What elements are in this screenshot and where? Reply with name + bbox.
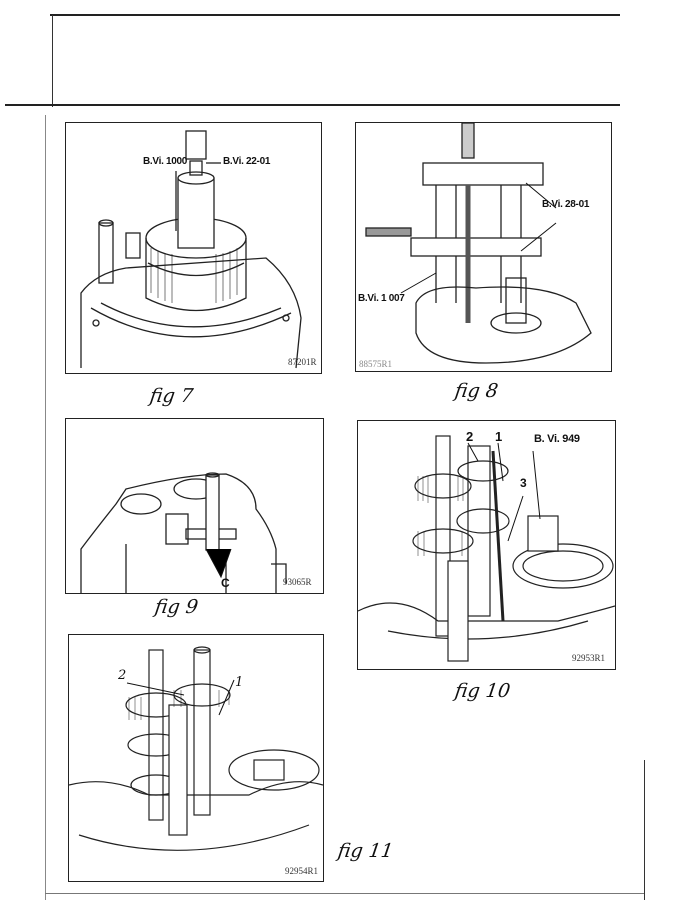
header-rule-vertical [52, 15, 53, 107]
label-bvi-28-01: B.Vi. 28-01 [542, 199, 590, 210]
figure-code: 88575R1 [359, 359, 393, 369]
figure-7-drawing [80, 130, 302, 369]
margin-rule-bottom [45, 893, 645, 894]
label-bvi-22-01: B.Vi. 22-01 [223, 156, 271, 167]
header-rule-bottom [5, 104, 620, 106]
label-2: 2 [118, 668, 127, 683]
label-1: 1 [495, 429, 502, 444]
label-bvi-1007: B.Vi. 1 007 [358, 293, 405, 304]
figure-code: 87201R [288, 357, 317, 367]
label-2: 2 [466, 429, 473, 444]
figure-code: 92954R1 [285, 866, 319, 876]
figure-9: C 93065R [65, 418, 324, 594]
figure-10: 2 1 B. Vi. 949 3 92953R1 [357, 420, 616, 670]
header-rule-top [50, 14, 620, 16]
figure-10-drawing [358, 435, 615, 662]
figure-9-drawing [80, 472, 287, 593]
figure-11-caption: fig 11 [336, 840, 395, 862]
figure-8: B.Vi. 28-01 B.Vi. 1 007 88575R1 [355, 122, 612, 372]
figure-11-drawing [69, 646, 323, 851]
figure-10-caption: fig 10 [453, 680, 512, 702]
figure-7: B.Vi. 1000 B.Vi. 22-01 87201R [65, 122, 322, 374]
label-3: 3 [520, 476, 527, 490]
margin-rule-left [45, 115, 46, 900]
margin-rule-right [644, 760, 645, 900]
figure-7-caption: fig 7 [148, 385, 195, 407]
label-bvi-1000: B.Vi. 1000 [143, 156, 188, 167]
figure-code: 92953R1 [572, 653, 606, 663]
figure-9-caption: fig 9 [153, 596, 200, 618]
label-c: C [221, 576, 230, 590]
figure-8-caption: fig 8 [453, 380, 500, 402]
figure-11: 2 1 92954R1 [68, 634, 324, 882]
label-1: 1 [235, 675, 244, 690]
figure-8-drawing [365, 123, 592, 364]
figure-code: 93065R [283, 577, 312, 587]
label-bvi-949: B. Vi. 949 [534, 433, 580, 445]
